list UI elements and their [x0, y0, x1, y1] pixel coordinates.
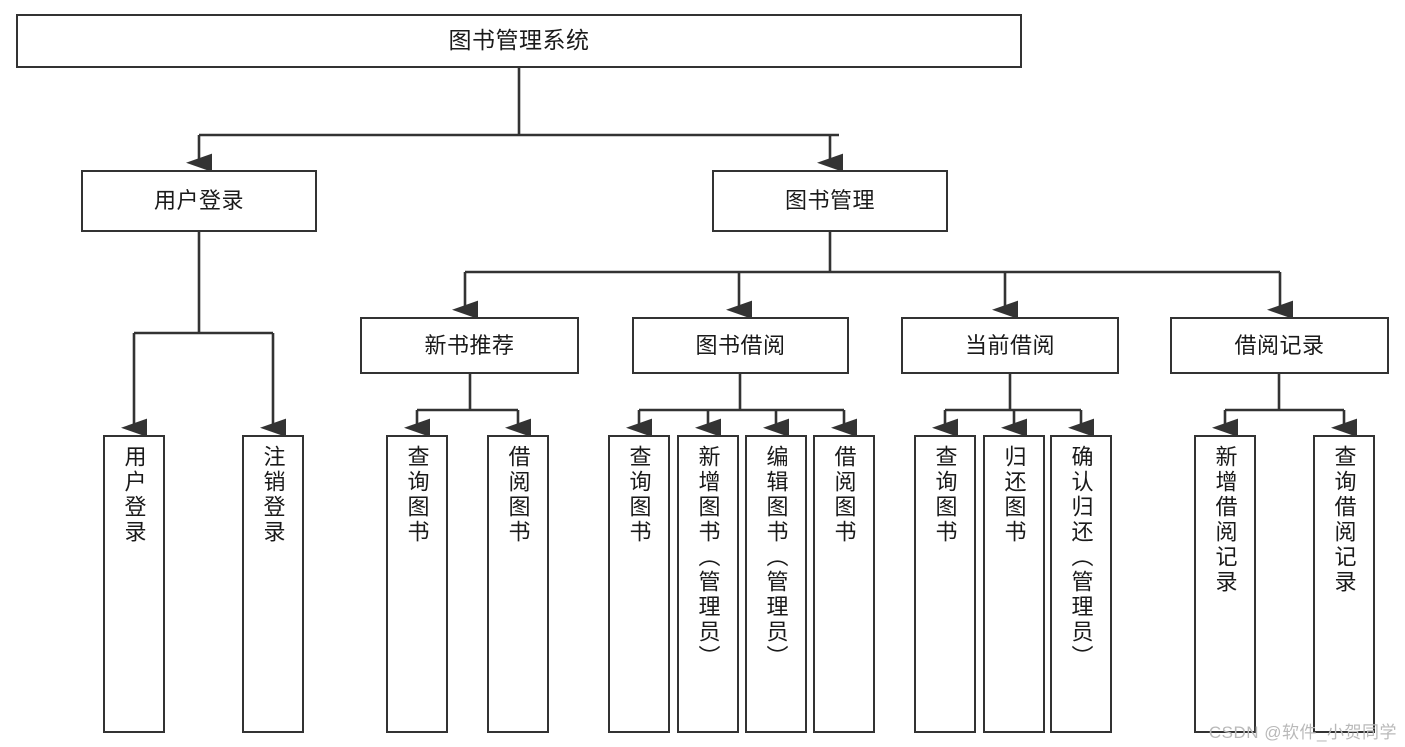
node-book-borrow[interactable]: 图书借阅	[632, 317, 849, 374]
node-book-borrow-label: 图书借阅	[695, 332, 786, 358]
leaf-confirm-return-admin[interactable]: 确认归还（管理员）	[1050, 435, 1112, 733]
leaf-borrow-book-label: 借阅图书	[831, 445, 857, 545]
node-root[interactable]: 图书管理系统	[16, 14, 1022, 68]
leaf-query-book-current-label: 查询图书	[932, 445, 958, 545]
leaf-logout-label: 注销登录	[260, 445, 286, 545]
leaf-add-book-admin[interactable]: 新增图书（管理员）	[677, 435, 739, 733]
leaf-query-book-borrow-label: 查询图书	[626, 445, 652, 545]
leaf-query-borrow-record[interactable]: 查询借阅记录	[1313, 435, 1375, 733]
leaf-add-book-admin-label: 新增图书（管理员）	[695, 445, 721, 670]
node-current-borrow[interactable]: 当前借阅	[901, 317, 1119, 374]
leaf-query-book-new-label: 查询图书	[404, 445, 430, 545]
leaf-edit-book-admin-label: 编辑图书（管理员）	[763, 445, 789, 670]
node-new-book-recommend[interactable]: 新书推荐	[360, 317, 579, 374]
leaf-query-book-borrow[interactable]: 查询图书	[608, 435, 670, 733]
leaf-query-book-current[interactable]: 查询图书	[914, 435, 976, 733]
node-book-management[interactable]: 图书管理	[712, 170, 948, 232]
leaf-logout[interactable]: 注销登录	[242, 435, 304, 733]
leaf-return-book-label: 归还图书	[1001, 445, 1027, 545]
node-current-borrow-label: 当前借阅	[964, 332, 1055, 358]
leaf-user-login-label: 用户登录	[121, 445, 147, 545]
leaf-add-borrow-record[interactable]: 新增借阅记录	[1194, 435, 1256, 733]
node-borrow-record-label: 借阅记录	[1234, 332, 1325, 358]
leaf-query-borrow-record-label: 查询借阅记录	[1331, 445, 1357, 595]
leaf-confirm-return-admin-label: 确认归还（管理员）	[1068, 445, 1094, 670]
node-borrow-record[interactable]: 借阅记录	[1170, 317, 1389, 374]
leaf-user-login[interactable]: 用户登录	[103, 435, 165, 733]
node-book-management-label: 图书管理	[784, 188, 875, 214]
leaf-edit-book-admin[interactable]: 编辑图书（管理员）	[745, 435, 807, 733]
node-user-login[interactable]: 用户登录	[81, 170, 317, 232]
leaf-add-borrow-record-label: 新增借阅记录	[1212, 445, 1238, 595]
leaf-borrow-book-new-label: 借阅图书	[505, 445, 531, 545]
leaf-borrow-book[interactable]: 借阅图书	[813, 435, 875, 733]
leaf-borrow-book-new[interactable]: 借阅图书	[487, 435, 549, 733]
watermark-text: CSDN @软件_小贺同学	[1208, 723, 1397, 742]
leaf-query-book-new[interactable]: 查询图书	[386, 435, 448, 733]
node-user-login-label: 用户登录	[153, 188, 244, 214]
node-root-label: 图书管理系统	[448, 27, 590, 54]
node-new-book-recommend-label: 新书推荐	[424, 332, 515, 358]
leaf-return-book[interactable]: 归还图书	[983, 435, 1045, 733]
